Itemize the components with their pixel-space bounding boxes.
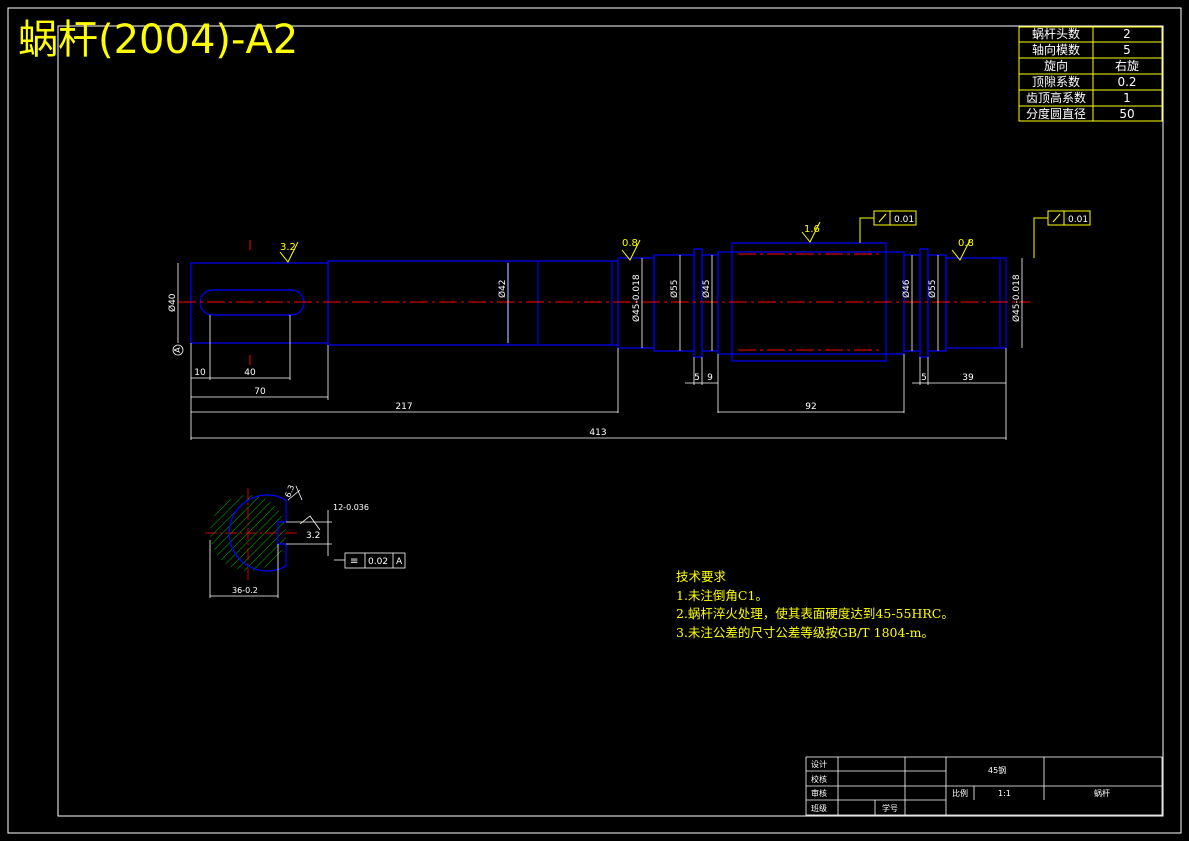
dim-label: 5 — [921, 373, 927, 383]
roughness-label: 0.8 — [958, 238, 974, 249]
material-label: 45钢 — [988, 765, 1006, 775]
diameter-label: Ø55 — [669, 279, 680, 298]
dim-label: 413 — [589, 428, 606, 438]
part-name: 蜗杆 — [1094, 788, 1110, 798]
diameter-label: Ø46 — [901, 279, 912, 298]
diameter-label: Ø45-0.018 — [1011, 274, 1022, 322]
param-label: 蜗杆头数 — [1032, 26, 1080, 41]
dim-label: 70 — [254, 387, 266, 397]
runout-labels: 0.01 0.01 — [894, 215, 1088, 225]
diameter-label: Ø42 — [497, 279, 508, 298]
roughness-label: 0.8 — [622, 238, 638, 249]
check-label: 校核 — [811, 774, 827, 784]
dim-label: 92 — [805, 402, 816, 412]
symmetry-icon: ≡ — [350, 556, 358, 567]
length-dimension-lines — [190, 315, 1007, 440]
center-lines — [178, 240, 1030, 365]
diameter-dimension-lines — [177, 255, 1023, 351]
datum-a-marker — [172, 344, 184, 356]
dim-label: 217 — [395, 402, 412, 412]
review-label: 审核 — [811, 788, 827, 798]
section-roughness: 6.3 — [283, 484, 296, 499]
runout-frames — [859, 210, 1091, 258]
student-no-label: 学号 — [882, 803, 898, 813]
diameter-label: Ø55 — [927, 279, 938, 298]
param-label: 旋向 — [1044, 58, 1068, 73]
param-label: 顶隙系数 — [1032, 74, 1080, 89]
diameter-label: Ø45 — [701, 279, 712, 298]
note-item: 3.未注公差的尺寸公差等级按GB/T 1804-m。 — [676, 624, 935, 640]
param-value: 50 — [1119, 107, 1134, 121]
section-view: 6.3 3.2 12-0.036 36-0.2 ≡ 0.02 A — [205, 484, 406, 598]
runout-value: 0.01 — [1068, 215, 1088, 225]
drawing-title: 蜗杆(2004)-A2 — [18, 17, 299, 63]
section-roughness: 3.2 — [306, 531, 320, 541]
param-value: 2 — [1123, 27, 1131, 41]
note-item: 2.蜗杆淬火处理，使其表面硬度达到45-55HRC。 — [676, 606, 954, 621]
param-value: 1 — [1123, 91, 1131, 105]
length-dimension-labels: 10 40 70 217 413 5 9 92 5 39 — [194, 368, 974, 438]
title-block — [805, 756, 1163, 816]
scale-value: 1:1 — [998, 789, 1011, 798]
roughness-label: 1.6 — [804, 224, 820, 235]
runout-value: 0.01 — [894, 215, 914, 225]
symmetry-value: 0.02 — [368, 557, 388, 567]
outer-border — [7, 7, 1182, 834]
param-value: 0.2 — [1117, 75, 1136, 89]
note-item: 1.未注倒角C1。 — [676, 587, 768, 603]
param-label: 轴向模数 — [1032, 42, 1080, 57]
dim-label: 40 — [244, 368, 256, 378]
diameter-labels: Ø40 Ø42 Ø45-0.018 Ø55 Ø45 Ø46 Ø55 Ø45-0.… — [167, 274, 1022, 322]
diameter-label: Ø40 — [167, 293, 178, 312]
inner-border — [57, 25, 1164, 817]
title-block-text: 设计 校核 审核 班级 学号 45钢 比例 1:1 蜗杆 — [811, 759, 1110, 813]
roughness-labels: 3.2 0.8 1.6 0.8 — [280, 224, 974, 253]
design-label: 设计 — [811, 759, 827, 769]
roughness-symbols — [279, 221, 971, 263]
parameter-table-text: 蜗杆头数 2 轴向模数 5 旋向 右旋 顶隙系数 0.2 齿顶高系数 1 分度圆… — [1026, 26, 1139, 121]
keyway-depth-label: 36-0.2 — [232, 586, 258, 595]
keyway-width-label: 12-0.036 — [333, 503, 369, 512]
notes-heading: 技术要求 — [676, 569, 727, 584]
diameter-label: Ø45-0.018 — [631, 274, 642, 322]
param-value: 右旋 — [1115, 58, 1139, 73]
dim-label: 5 — [694, 373, 700, 383]
class-label: 班级 — [811, 803, 827, 813]
symmetry-datum: A — [396, 557, 403, 567]
scale-label: 比例 — [952, 788, 968, 798]
dim-label: 10 — [194, 368, 206, 378]
datum-a-label: A — [173, 347, 182, 353]
parameter-table — [1018, 26, 1163, 122]
param-label: 分度圆直径 — [1026, 106, 1086, 121]
dim-label: 39 — [962, 373, 974, 383]
param-label: 齿顶高系数 — [1026, 90, 1086, 105]
roughness-label: 3.2 — [280, 242, 296, 253]
dim-label: 9 — [707, 373, 713, 383]
technical-requirements: 技术要求 1.未注倒角C1。 2.蜗杆淬火处理，使其表面硬度达到45-55HRC… — [676, 568, 954, 642]
param-value: 5 — [1123, 43, 1131, 57]
